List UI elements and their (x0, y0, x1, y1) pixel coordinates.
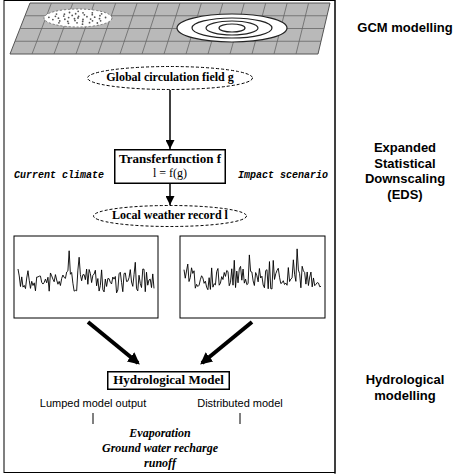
stage-label: GCM modelling (345, 20, 465, 36)
field-dot (82, 19, 84, 21)
field-dot (91, 12, 93, 14)
time-series-plots (14, 236, 325, 318)
variable-label: Evaporation (60, 426, 260, 440)
flow-arrow (169, 90, 171, 149)
dashed-ellipse: Local weather record l (93, 205, 247, 227)
plot-frame (180, 236, 325, 318)
field-dot (83, 14, 85, 16)
thick-arrow (88, 322, 138, 363)
field-dot (105, 17, 107, 19)
weather-series (184, 249, 321, 290)
field-dot (76, 22, 78, 24)
output-label: Distributed model (180, 397, 300, 410)
node-title: Global circulation field g (87, 71, 253, 85)
field-dot (99, 18, 101, 20)
leader-line (240, 413, 241, 424)
scenario-label: Current climate (14, 170, 114, 182)
field-dot (64, 18, 66, 20)
field-dot (91, 14, 93, 16)
box-outline (115, 150, 226, 184)
weather-series (18, 251, 154, 293)
field-dot (96, 22, 98, 24)
field-dot (63, 15, 65, 17)
field-dot (64, 13, 66, 15)
box-outline (108, 372, 230, 390)
field-dot (77, 17, 79, 19)
output-label: Lumped model output (22, 397, 164, 410)
ellipse-outline (94, 206, 247, 227)
field-dot (94, 16, 96, 18)
node-title: Local weather record l (93, 209, 247, 223)
node-title: Transferfunction f (114, 152, 226, 167)
field-dot (77, 10, 79, 12)
field-dot (52, 19, 54, 21)
node-title: Hydrological Model (107, 373, 230, 388)
pressure-field (44, 9, 112, 27)
field-dot (59, 20, 61, 22)
field-dot (100, 20, 102, 22)
divider-line (335, 0, 336, 474)
cyclone-swirl (177, 14, 287, 42)
field-dot (48, 16, 50, 18)
field-dot (82, 23, 84, 25)
frame (4, 1, 335, 473)
field-dot (74, 18, 76, 20)
field-dot (92, 20, 94, 22)
field-dot (55, 15, 57, 17)
cyclone-swirl (206, 21, 258, 35)
dashed-ellipse: Global circulation field g (87, 66, 253, 90)
variable-label: Ground water recharge (60, 441, 260, 455)
stage-label: Hydrological modelling (360, 372, 450, 403)
field-dot (56, 13, 58, 15)
field-dot (82, 21, 84, 23)
field-dot (101, 13, 103, 15)
field-dot (90, 18, 92, 20)
field-dot (71, 15, 73, 17)
process-box: Transferfunction fl = f(g) (114, 149, 226, 184)
field-dot (82, 12, 84, 14)
field-dot (58, 22, 60, 24)
node-formula: l = f(g) (114, 167, 226, 181)
cyclone-swirl (219, 24, 245, 32)
field-dot (68, 17, 70, 19)
stage-label: Expanded Statistical Downscaling (EDS) (364, 140, 446, 202)
thick-arrow (202, 322, 252, 363)
map-ground (10, 3, 330, 54)
flow-arrow (169, 184, 171, 205)
field-dot (89, 22, 91, 24)
field-dot (86, 16, 88, 18)
field-dot (74, 20, 76, 22)
field-dot (68, 22, 70, 24)
field-dot (75, 13, 77, 15)
gcm-grid-map (10, 3, 330, 54)
variable-label: runoff (60, 456, 260, 470)
grid-line (15, 41, 321, 42)
ellipse-outline (88, 67, 253, 90)
field-dot (99, 15, 101, 17)
process-box: Hydrological Model (107, 371, 230, 390)
field-dot (69, 12, 71, 14)
leader-line (93, 413, 94, 424)
field-dot (67, 20, 69, 22)
cyclone-swirl (192, 18, 272, 38)
field-dot (78, 16, 80, 18)
scenario-label: Impact scenario (238, 170, 332, 182)
plot-frame (14, 236, 158, 318)
field-dot (58, 17, 60, 19)
